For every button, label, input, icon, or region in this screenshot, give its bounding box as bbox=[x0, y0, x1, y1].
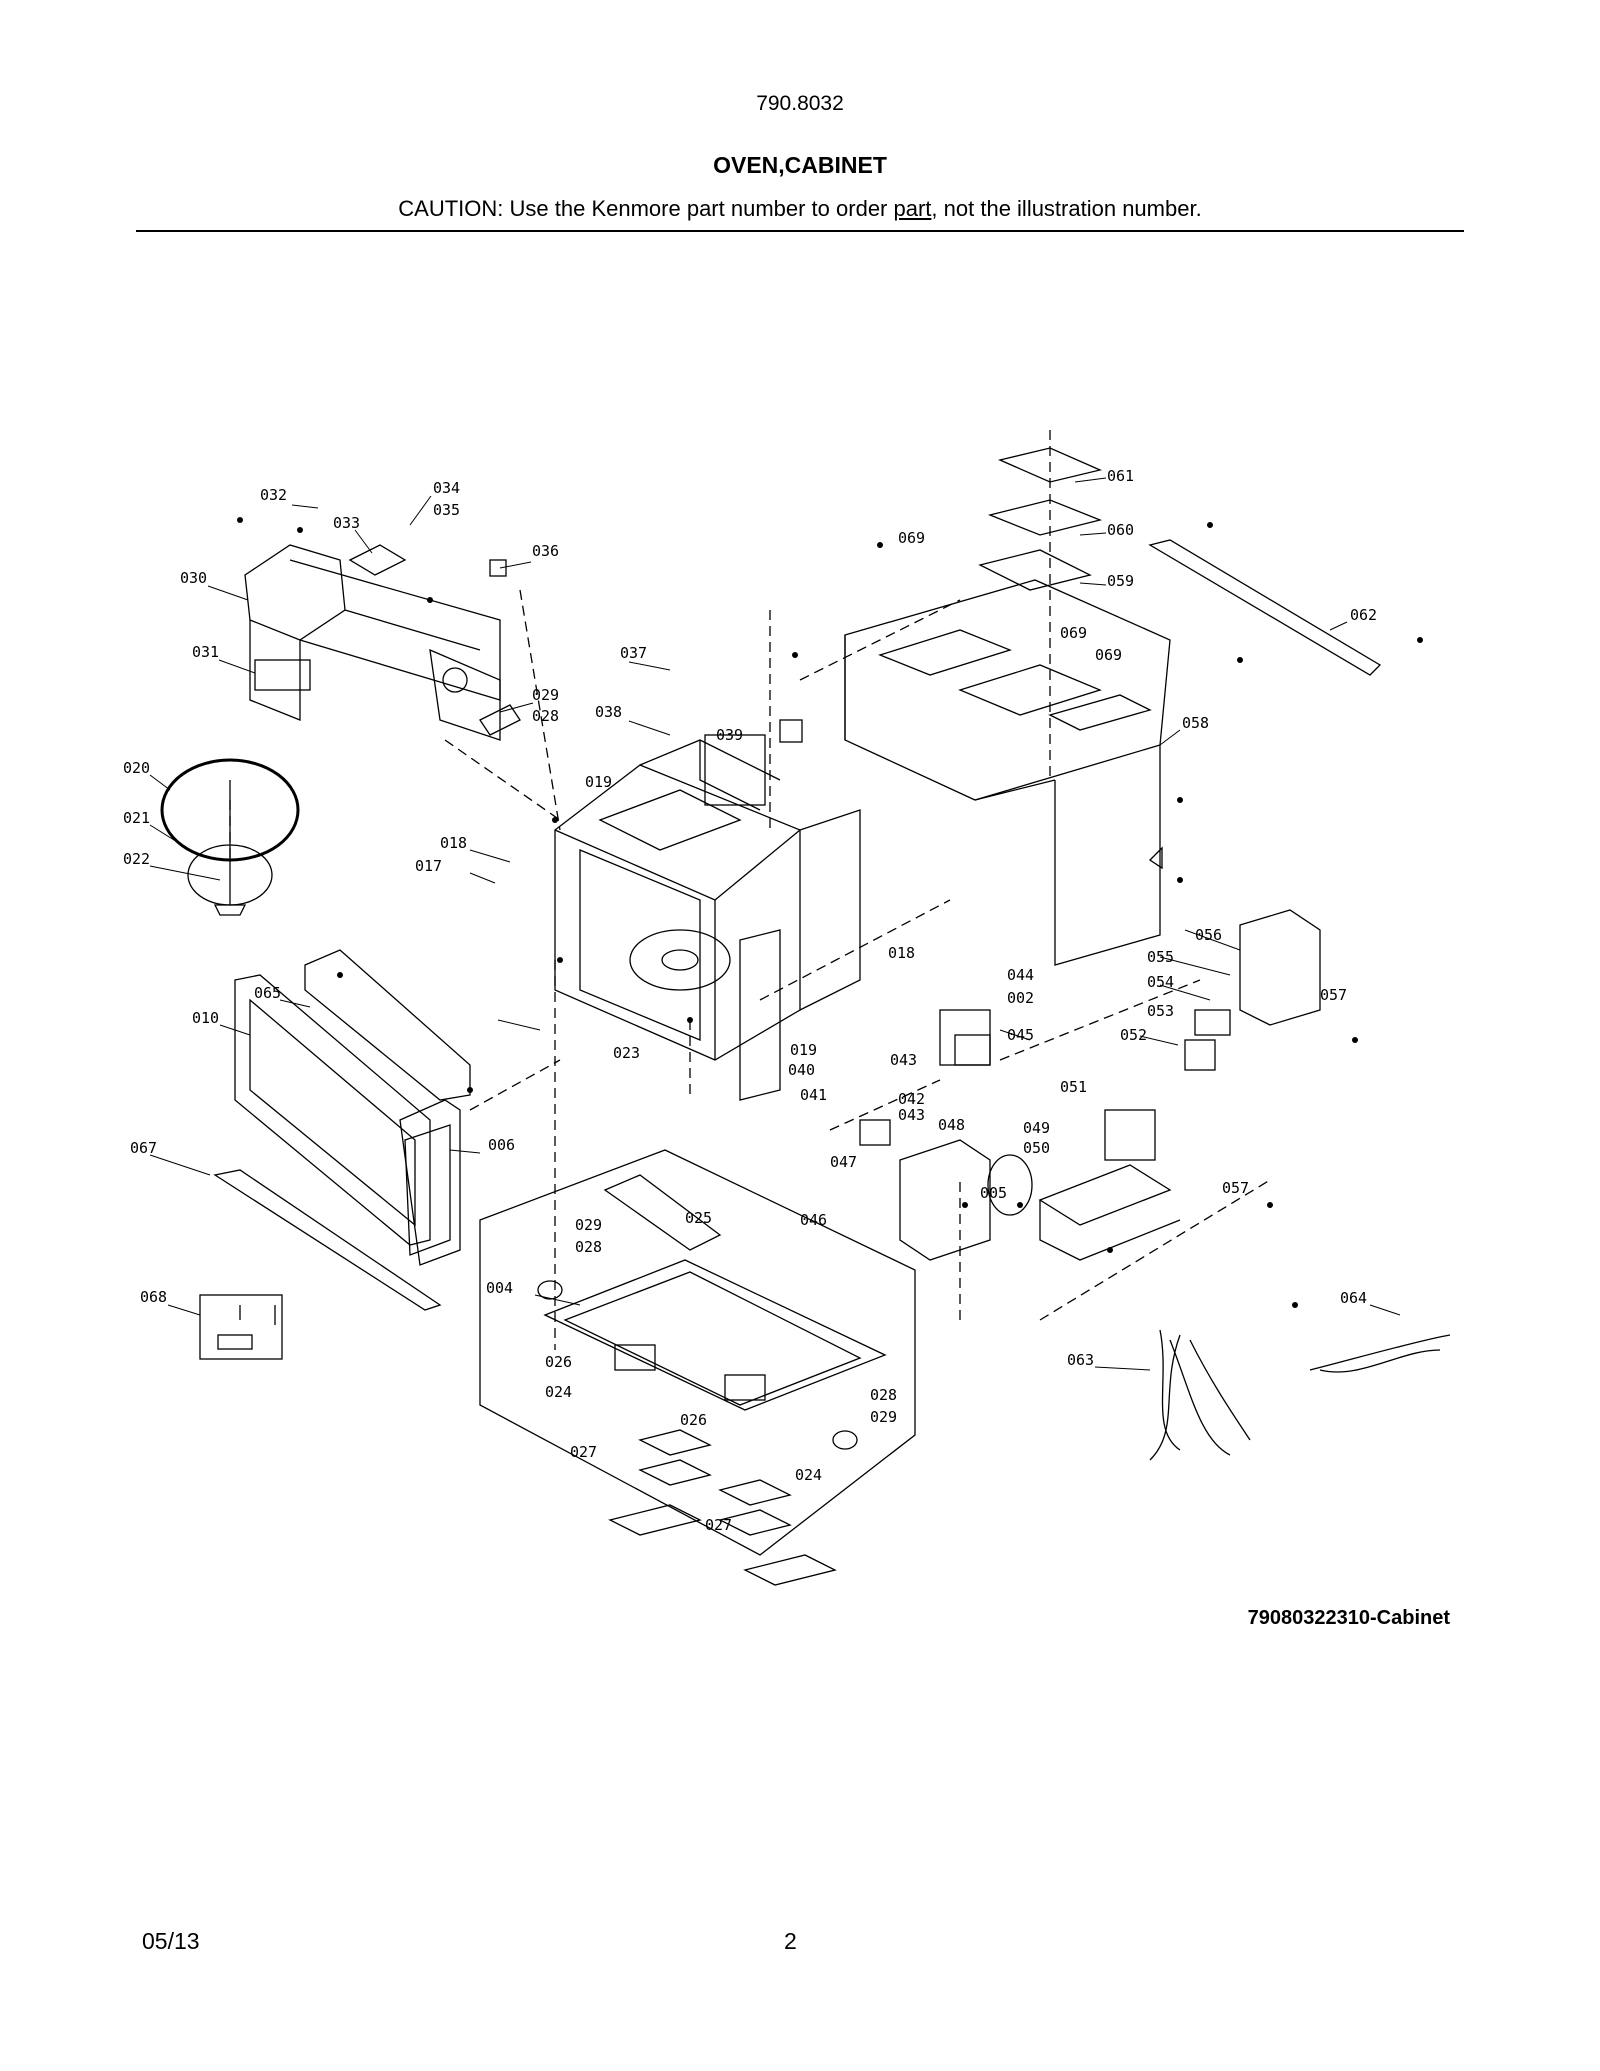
callout-label: 043 bbox=[898, 1106, 925, 1124]
blower-housing-assembly bbox=[244, 544, 521, 741]
callout-label: 046 bbox=[800, 1211, 827, 1229]
callout-label: 005 bbox=[980, 1184, 1007, 1202]
caution-note: CAUTION: Use the Kenmore part number to … bbox=[0, 196, 1600, 222]
base-plate-assembly bbox=[479, 1149, 916, 1586]
wire-harnesses bbox=[1149, 1329, 1451, 1461]
callout-label: 041 bbox=[800, 1086, 827, 1104]
callout-label: 058 bbox=[1182, 714, 1209, 732]
callout-label: 033 bbox=[333, 514, 360, 532]
callout-label: 030 bbox=[180, 569, 207, 587]
callout-label: 040 bbox=[788, 1061, 815, 1079]
callout-label: 018 bbox=[888, 944, 915, 962]
outer-cabinet bbox=[779, 579, 1171, 966]
callout-label: 029 bbox=[870, 1408, 897, 1426]
callout-label: 028 bbox=[870, 1386, 897, 1404]
callout-label: 069 bbox=[1095, 646, 1122, 664]
callout-label: 021 bbox=[123, 809, 150, 827]
callout-label: 004 bbox=[486, 1279, 513, 1297]
callout-label: 064 bbox=[1340, 1289, 1367, 1307]
label-kit bbox=[199, 1294, 283, 1360]
callout-label: 068 bbox=[140, 1288, 167, 1306]
figure-id: 79080322310-Cabinet bbox=[1247, 1607, 1450, 1629]
callout-label: 053 bbox=[1147, 1002, 1174, 1020]
callout-label: 062 bbox=[1350, 606, 1377, 624]
callout-label: 010 bbox=[192, 1009, 219, 1027]
callout-label: 039 bbox=[716, 726, 743, 744]
callout-label: 026 bbox=[545, 1353, 572, 1371]
page-number: 2 bbox=[784, 1928, 797, 1954]
callout-label: 047 bbox=[830, 1153, 857, 1171]
page-title: OVEN,CABINET bbox=[713, 152, 887, 178]
callout-label: 063 bbox=[1067, 1351, 1094, 1369]
door-and-controls bbox=[213, 949, 471, 1311]
callout-label: 051 bbox=[1060, 1078, 1087, 1096]
callout-label: 029 bbox=[532, 686, 559, 704]
fasteners bbox=[237, 517, 1423, 1308]
callout-label: 048 bbox=[938, 1116, 965, 1134]
callout-label: 032 bbox=[260, 486, 287, 504]
callout-label: 031 bbox=[192, 643, 219, 661]
callout-label: 038 bbox=[595, 703, 622, 721]
callout-label: 045 bbox=[1007, 1026, 1034, 1044]
callout-label: 027 bbox=[705, 1516, 732, 1534]
callout-label: 019 bbox=[585, 773, 612, 791]
callout-label: 034 bbox=[433, 479, 460, 497]
callout-label: 019 bbox=[790, 1041, 817, 1059]
callout-label: 057 bbox=[1222, 1179, 1249, 1197]
callout-label: 028 bbox=[532, 707, 559, 725]
callout-label: 069 bbox=[1060, 624, 1087, 642]
callout-label: 018 bbox=[440, 834, 467, 852]
callout-label: 052 bbox=[1120, 1026, 1147, 1044]
callout-label: 035 bbox=[433, 501, 460, 519]
part-link[interactable]: part bbox=[893, 196, 932, 221]
caution-suffix: , not the illustration number. bbox=[931, 196, 1202, 221]
callout-label: 023 bbox=[613, 1044, 640, 1062]
callout-label: 050 bbox=[1023, 1139, 1050, 1157]
callout-label: 017 bbox=[415, 857, 442, 875]
callout-label: 020 bbox=[123, 759, 150, 777]
callout-label: 022 bbox=[123, 850, 150, 868]
callout-label: 025 bbox=[685, 1209, 712, 1227]
callout-label: 036 bbox=[532, 542, 559, 560]
callout-label: 065 bbox=[254, 984, 281, 1002]
callout-label: 037 bbox=[620, 644, 647, 662]
callout-label: 056 bbox=[1195, 926, 1222, 944]
revision-date: 05/13 bbox=[142, 1928, 200, 1954]
callout-label: 067 bbox=[130, 1139, 157, 1157]
callout-label: 061 bbox=[1107, 467, 1134, 485]
callout-label: 043 bbox=[890, 1051, 917, 1069]
callout-leaders bbox=[149, 477, 1401, 1371]
top-plates bbox=[978, 430, 1382, 780]
oven-cavity bbox=[554, 734, 861, 1101]
model-number: 790.8032 bbox=[756, 92, 844, 115]
callout-label: 028 bbox=[575, 1238, 602, 1256]
assembly-lines bbox=[229, 589, 1271, 1350]
callout-label: 006 bbox=[488, 1136, 515, 1154]
callout-label: 049 bbox=[1023, 1119, 1050, 1137]
callout-label: 026 bbox=[680, 1411, 707, 1429]
turntable-parts bbox=[160, 758, 300, 916]
callout-label: 059 bbox=[1107, 572, 1134, 590]
caution-prefix: CAUTION: Use the Kenmore part number to … bbox=[398, 196, 894, 221]
callout-label: 060 bbox=[1107, 521, 1134, 539]
callout-label: 024 bbox=[795, 1466, 822, 1484]
header-rule bbox=[136, 230, 1464, 232]
callout-label: 057 bbox=[1320, 986, 1347, 1004]
callout-label: 042 bbox=[898, 1090, 925, 1108]
callout-label: 054 bbox=[1147, 973, 1174, 991]
callout-label: 029 bbox=[575, 1216, 602, 1234]
callout-label: 024 bbox=[545, 1383, 572, 1401]
callout-label: 044 bbox=[1007, 966, 1034, 984]
callout-label: 055 bbox=[1147, 948, 1174, 966]
callout-label: 027 bbox=[570, 1443, 597, 1461]
fan-and-transformer bbox=[859, 909, 1321, 1261]
callout-label: 069 bbox=[898, 529, 925, 547]
callout-label: 002 bbox=[1007, 989, 1034, 1007]
callout-labels: 032 034 035 033 036 030 031 029 028 037 … bbox=[123, 467, 1377, 1534]
